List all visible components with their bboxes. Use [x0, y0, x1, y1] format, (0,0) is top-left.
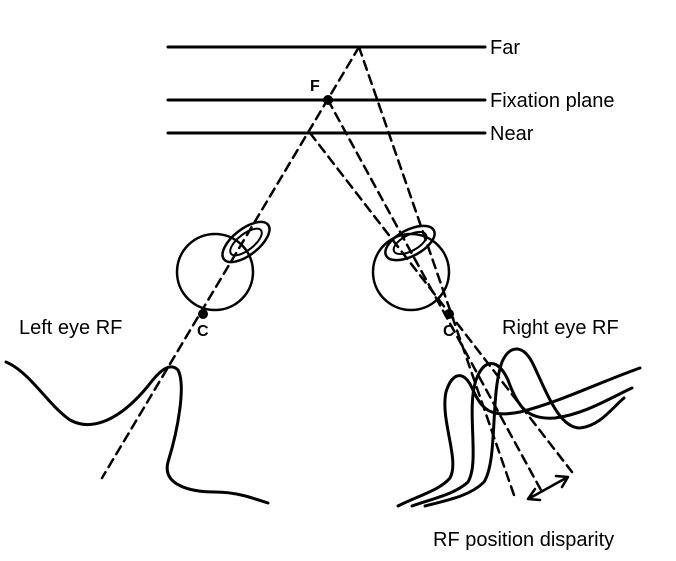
right-eyeball	[373, 234, 449, 310]
left-eye-rf-curve	[6, 362, 268, 503]
right-eye-rf-curve-3	[425, 349, 624, 506]
rf-position-disparity-label: RF position disparity	[433, 529, 615, 551]
right-eye-near-ray	[310, 133, 572, 472]
rf-disparity-arrowhead-right	[556, 476, 568, 487]
right-eye-center-label: C	[443, 323, 455, 340]
right-eye-rf-curve-1	[398, 368, 640, 506]
rf-disparity-arrowhead-left	[528, 489, 540, 500]
right-eye-lens-outer	[380, 219, 440, 267]
near-label: Near	[490, 123, 534, 145]
right-eye-rf-curves	[398, 349, 640, 506]
left-eye-rf-label: Left eye RF	[19, 317, 123, 339]
right-eye-fixation-ray	[328, 100, 542, 492]
left-eye-lens-inner	[226, 224, 266, 260]
right-eye	[373, 219, 449, 310]
left-eye-center-dot	[198, 309, 208, 319]
left-eye-sight-line	[102, 47, 359, 478]
fixation-point-label: F	[310, 78, 320, 95]
right-eye-lens-inner	[390, 227, 429, 258]
fixation-point-dot	[323, 95, 333, 105]
right-eye-far-ray	[359, 47, 515, 498]
right-eye-rf-label: Right eye RF	[502, 317, 619, 339]
left-eye	[177, 215, 276, 310]
rf-disparity-arrow	[530, 478, 566, 498]
left-eye-center-label: C	[197, 323, 209, 340]
left-eye-lens-outer	[216, 215, 276, 270]
right-eye-center-dot	[444, 309, 454, 319]
far-label: Far	[490, 37, 520, 59]
left-eyeball	[177, 234, 253, 310]
right-eye-rf-curve-2	[412, 364, 632, 507]
fixation-plane-label: Fixation plane	[490, 90, 615, 112]
